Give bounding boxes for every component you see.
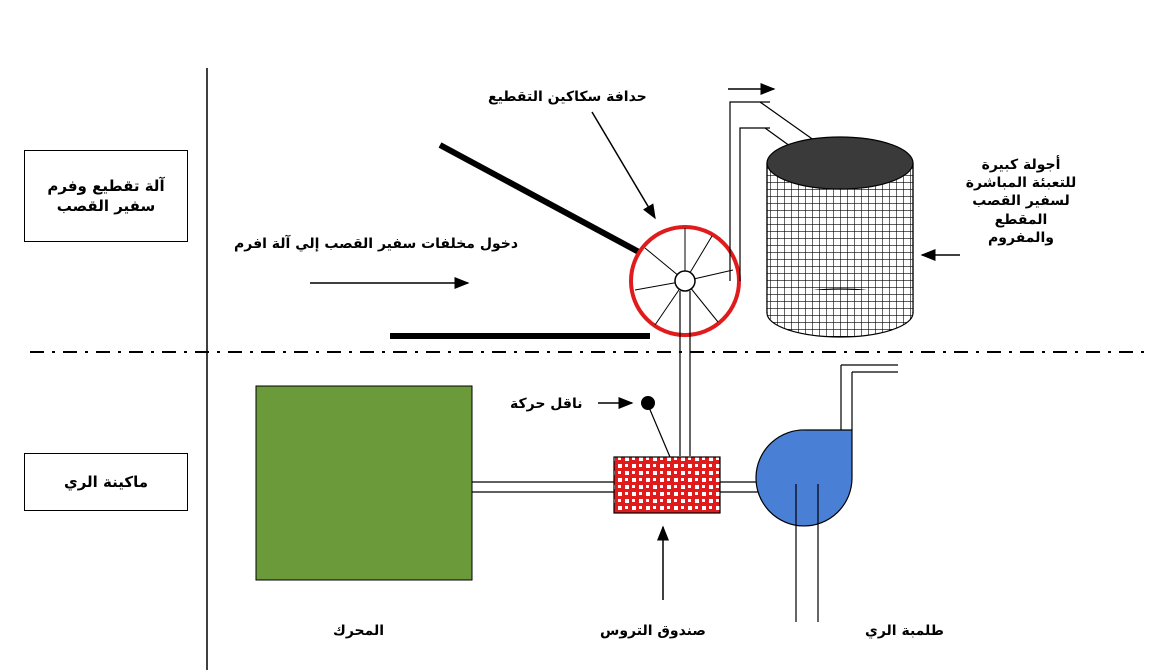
section-label-irrigation-text: ماكينة الري — [63, 472, 149, 491]
cutter-flywheel — [629, 225, 741, 337]
cutter-flywheel-label: حدافة سكاكين التقطيع — [488, 89, 647, 105]
bags-label-line-3: لسفير القصب — [972, 193, 1070, 210]
flywheel-pointer-arrow — [591, 111, 656, 220]
section-label-irrigation: ماكينة الري — [24, 453, 188, 511]
discharge-pipe-outer — [729, 101, 770, 281]
pump-label: طلمبة الري — [865, 623, 944, 639]
discharge-pipe-inner — [739, 127, 770, 281]
motion-transmitter-dot — [641, 396, 655, 410]
gearbox-block — [613, 456, 721, 514]
feed-chute-upper — [438, 142, 652, 261]
bags-label-line-5: والمفروم — [988, 229, 1054, 246]
bags-label-line-4: المقطع — [994, 211, 1048, 228]
bags-label: أجولة كبيرة للتعبئة المباشرة لسفير القصب… — [962, 156, 1080, 247]
bags-label-line-2: للتعبئة المباشرة — [965, 175, 1077, 192]
section-label-cutter: آلة تقطيع وفرم سفير القصب — [24, 150, 188, 242]
engine-label: المحرك — [333, 623, 385, 639]
motion-transmitter-label: ناقل حركة — [510, 396, 583, 412]
collection-bag — [766, 136, 914, 338]
transmitter-link — [647, 404, 671, 458]
irrigation-pump — [755, 364, 898, 622]
section-label-cutter-text: آلة تقطيع وفرم سفير القصب — [47, 176, 165, 215]
gearbox-label: صندوق التروس — [600, 623, 706, 639]
waste-entry-label: دخول مخلفات سفير القصب إلي آلة افرم — [234, 236, 519, 252]
engine-block — [255, 385, 473, 581]
bags-label-line-1: أجولة كبيرة — [981, 157, 1061, 173]
